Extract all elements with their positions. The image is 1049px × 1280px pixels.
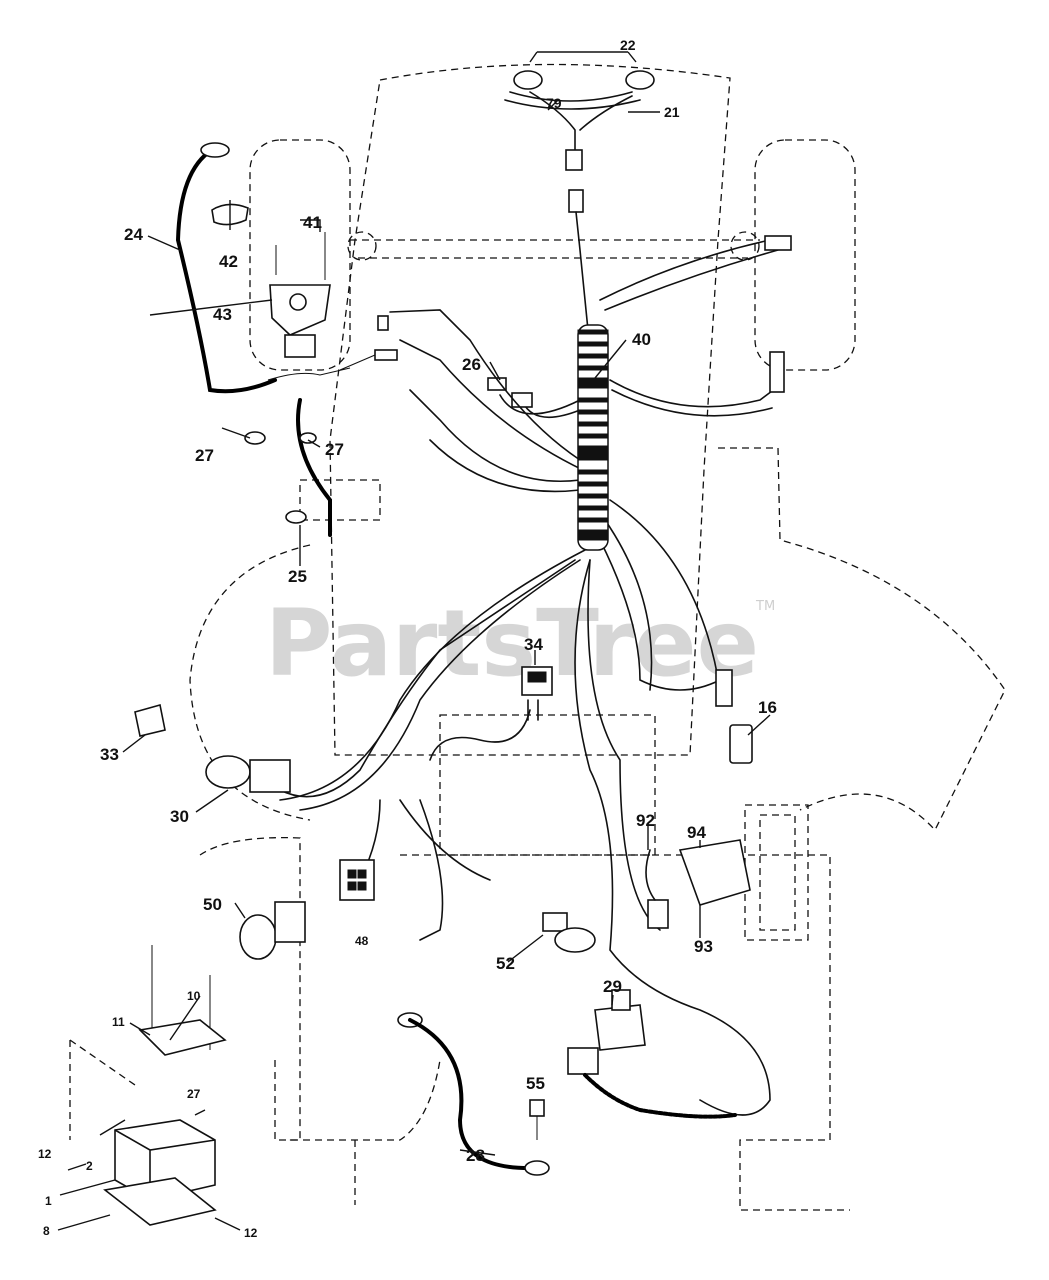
callout-25: 25 (288, 567, 307, 586)
callout-27-a: 27 (195, 446, 214, 465)
callout-labels: 22 79 21 24 41 42 43 40 26 27 27 25 34 3… (38, 37, 777, 1240)
callout-24: 24 (124, 225, 143, 244)
callout-42: 42 (219, 252, 238, 271)
callout-2: 2 (86, 1159, 93, 1173)
cable-terminals (244, 354, 376, 524)
callout-50: 50 (203, 895, 222, 914)
plug-92 (645, 849, 669, 929)
callout-10: 10 (187, 989, 201, 1003)
ground-cable-28 (397, 1012, 550, 1176)
callout-11: 11 (112, 1015, 125, 1029)
watermark-trademark: TM (755, 599, 775, 614)
callout-16: 16 (758, 698, 777, 717)
ignition-switch-30 (205, 755, 291, 793)
pto-switch-29 (567, 989, 646, 1075)
callout-52: 52 (496, 954, 515, 973)
callout-21: 21 (664, 104, 680, 120)
headlight-harness (504, 70, 655, 213)
bolt-55 (529, 1099, 545, 1140)
callout-40: 40 (632, 330, 651, 349)
callout-1: 1 (45, 1194, 52, 1208)
relay-33 (134, 703, 166, 737)
callout-34: 34 (524, 635, 543, 654)
callout-12-b: 12 (244, 1226, 258, 1240)
callout-92: 92 (636, 811, 655, 830)
headlight-switch-50 (239, 901, 306, 960)
callout-28: 28 (466, 1146, 485, 1165)
interlock-94 (678, 839, 751, 906)
battery-hold-down (138, 945, 227, 1056)
callout-8: 8 (43, 1224, 50, 1238)
coiled-cord (583, 1073, 737, 1119)
callout-29: 29 (603, 977, 622, 996)
callout-79: 79 (546, 95, 562, 111)
tractor-outline (69, 63, 1006, 1211)
battery-tray-8 (103, 1177, 217, 1226)
watermark-text: PartsTree (265, 590, 759, 697)
conduit-40 (577, 324, 609, 551)
callout-48: 48 (355, 934, 369, 948)
callout-26: 26 (462, 355, 481, 374)
callout-93: 93 (694, 937, 713, 956)
callout-33: 33 (100, 745, 119, 764)
callout-27-b: 27 (325, 440, 344, 459)
callout-22: 22 (620, 37, 636, 53)
callout-41: 41 (303, 213, 322, 232)
switch-34 (521, 666, 553, 721)
battery-1 (114, 1119, 216, 1201)
callout-94: 94 (687, 823, 706, 842)
battery-cable-24 (175, 142, 332, 537)
callout-30: 30 (170, 807, 189, 826)
leader-lines (57, 51, 771, 1231)
connector-48 (339, 859, 375, 901)
main-harness (279, 211, 792, 1116)
module-16 (729, 724, 753, 764)
callout-27-c: 27 (187, 1087, 201, 1101)
fuse-52 (542, 912, 596, 953)
callout-55: 55 (526, 1074, 545, 1093)
solenoid-43 (269, 232, 331, 358)
callout-12-a: 12 (38, 1147, 52, 1161)
callout-43: 43 (213, 305, 232, 324)
